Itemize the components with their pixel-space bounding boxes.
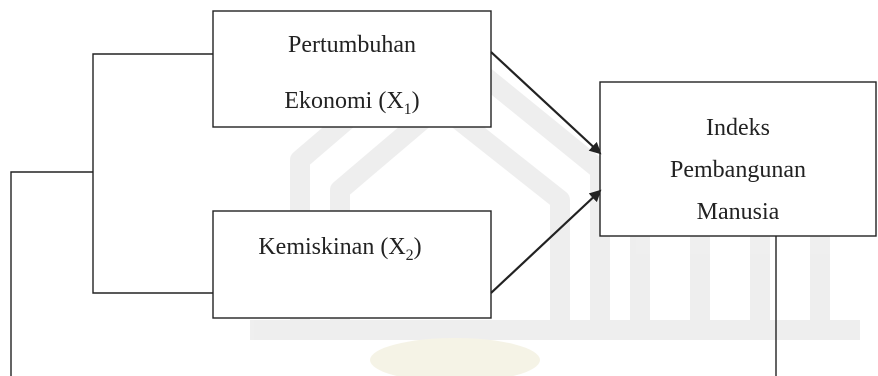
node-x1-line1: Pertumbuhan (288, 32, 416, 58)
outer-loop-connector (10, 171, 777, 376)
node-x1-pertumbuhan-ekonomi: Pertumbuhan Ekonomi (X1) (212, 10, 492, 128)
node-y-indeks-pembangunan-manusia: Indeks Pembangunan Manusia (599, 81, 877, 237)
node-y-line1: Indeks (706, 115, 770, 141)
node-y-line3: Manusia (697, 199, 780, 225)
arrow-x1-to-y (490, 51, 602, 155)
left-bracket-connector (92, 53, 213, 294)
node-x1-line2: Ekonomi (X1) (284, 88, 419, 118)
node-x2-kemiskinan: Kemiskinan (X2) (212, 210, 492, 319)
arrow-x2-to-y (490, 189, 602, 294)
node-y-line2: Pembangunan (670, 157, 806, 183)
node-x2-line1: Kemiskinan (X2) (258, 234, 421, 264)
